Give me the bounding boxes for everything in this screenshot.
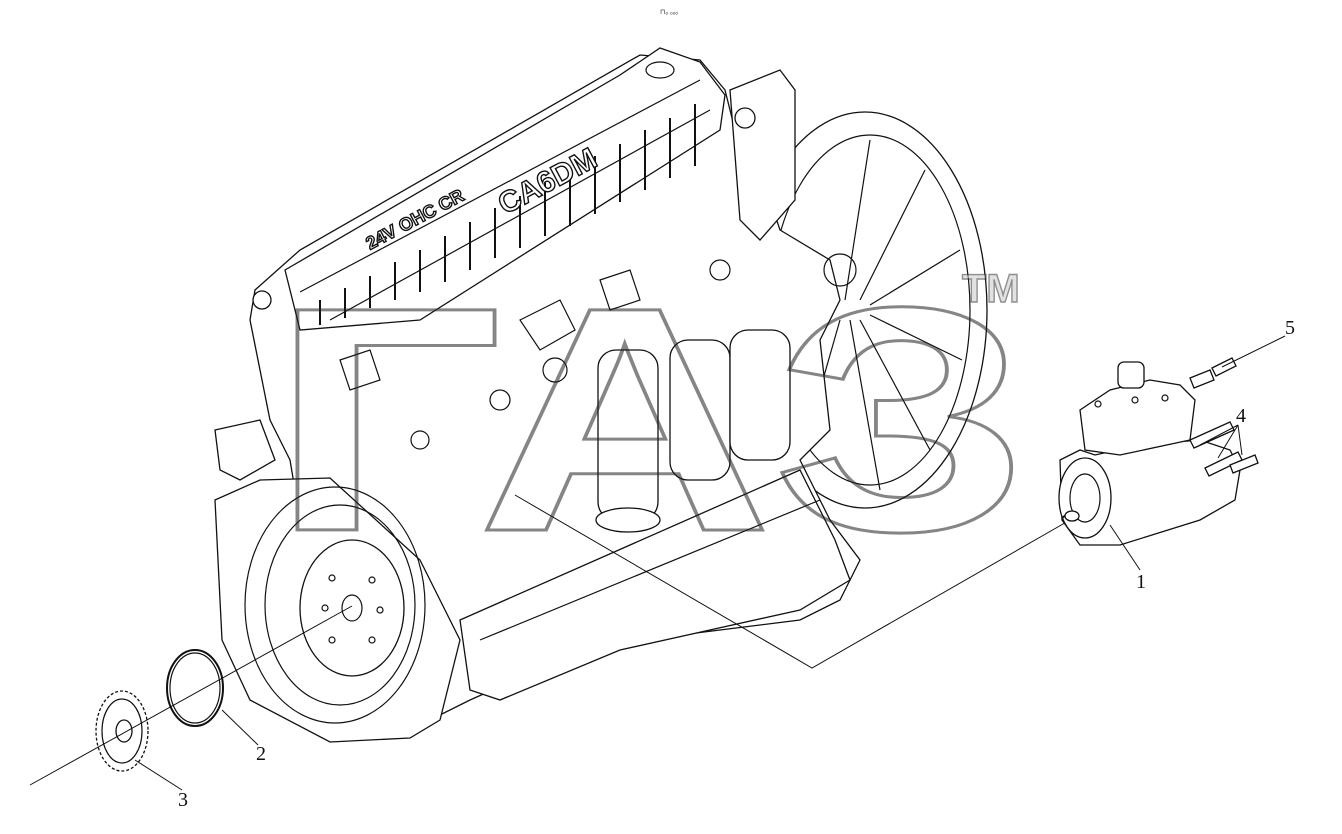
callout-5: 5 — [1285, 317, 1295, 339]
part-bolts — [1189, 421, 1259, 477]
flywheel-housing — [214, 477, 461, 743]
leader-5 — [1221, 335, 1286, 368]
callout-1: 1 — [1136, 571, 1146, 593]
watermark: ГАЗ TM — [269, 239, 1032, 600]
top-mark: ⊓ₒ ₒₒₒ — [660, 9, 678, 16]
part-gasket — [166, 649, 224, 727]
part-stud — [1189, 357, 1237, 389]
oil-filters — [595, 329, 791, 533]
part-air-compressor — [1058, 361, 1241, 546]
part-drive-gear — [95, 690, 149, 772]
callout-4: 4 — [1236, 405, 1246, 427]
leader-1 — [1109, 524, 1141, 571]
leader-3 — [134, 759, 183, 791]
front-bracket — [214, 69, 796, 481]
leader-4 — [1199, 424, 1243, 459]
svg-text:ГАЗ: ГАЗ — [270, 240, 1030, 598]
callout-2: 2 — [256, 743, 266, 765]
callout-3: 3 — [178, 789, 188, 811]
assembly-axis — [29, 605, 353, 786]
leader-2 — [221, 709, 259, 746]
trademark-symbol: TM — [962, 267, 1020, 311]
